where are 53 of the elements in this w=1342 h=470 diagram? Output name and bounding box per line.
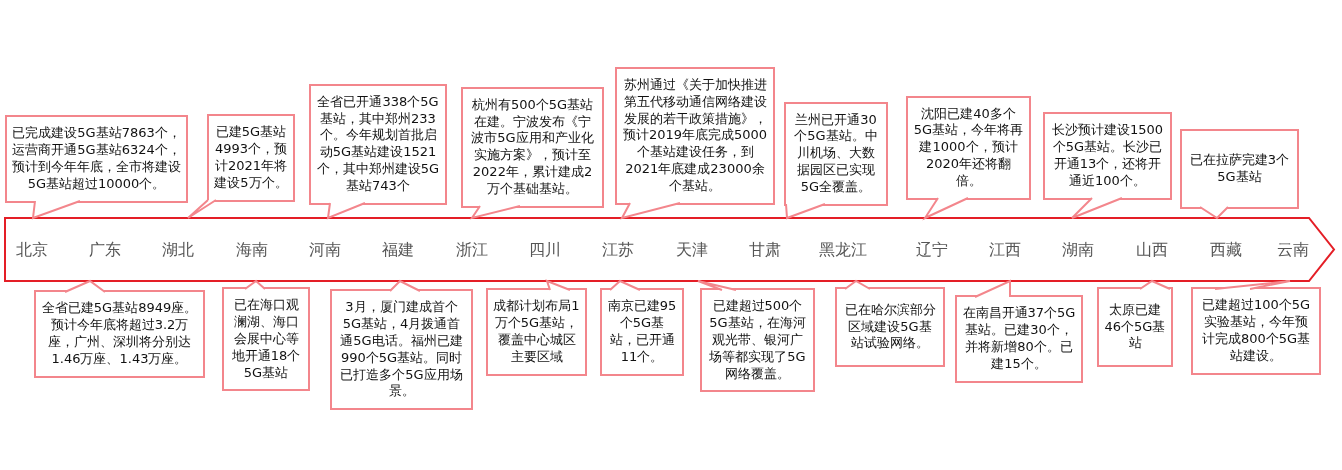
callout-pointer: [844, 279, 871, 290]
province-label: 江西: [989, 238, 1021, 261]
province-label: 黑龙江: [819, 238, 867, 261]
province-label: 湖南: [1062, 238, 1094, 261]
callout-box: 太原已建46个5G基站: [1097, 287, 1173, 367]
province-label: 山西: [1136, 238, 1168, 261]
callout-pointer: [974, 279, 1011, 298]
province-label: 云南: [1277, 238, 1309, 261]
province-label: 福建: [382, 238, 414, 261]
callout-pointer: [1139, 279, 1171, 290]
callout-pointer: [697, 280, 737, 291]
callout-box: 已在哈尔滨部分区域建设5G基站试验网络。: [835, 287, 945, 367]
callout-pointer: [389, 279, 421, 292]
province-label: 河南: [309, 238, 341, 261]
callout-pointer: [326, 202, 366, 220]
province-label: 天津: [676, 238, 708, 261]
callout-box: 在南昌开通37个5G基站。已建30个，并将新增80个。已建15个。: [955, 295, 1083, 383]
province-label: 湖北: [162, 238, 194, 261]
callout-pointer: [31, 200, 81, 220]
callout-box: 3月，厦门建成首个5G基站，4月拨通首通5G电话。福州已建990个5G基站。同时已打造多个5G应用场景。: [330, 289, 473, 411]
callout-pointer: [1071, 197, 1123, 219]
province-label: 海南: [236, 238, 268, 261]
province-label: 广东: [89, 238, 121, 261]
callout-pointer: [620, 202, 681, 220]
province-label: 江苏: [602, 238, 634, 261]
callout-pointer: [609, 279, 641, 291]
callout-pointer: [244, 279, 266, 290]
callout-box: 已在拉萨完建3个5G基站: [1180, 129, 1299, 209]
callout-box: 成都计划布局1万个5G基站，覆盖中心城区主要区域: [486, 288, 587, 376]
callout-box: 已在海口观澜湖、海口会展中心等地开通18个5G基站: [222, 287, 310, 392]
callout-pointer: [1214, 280, 1291, 290]
callout-box: 南京已建95个5G基站，已开通11个。: [600, 288, 684, 376]
callout-box: 全省已建5G基站8949座。预计今年底将超过3.2万座，广州、深圳将分别达1.46万座、1.43万座。: [34, 290, 205, 378]
province-label: 北京: [16, 238, 48, 261]
callout-pointer: [785, 203, 826, 220]
callout-pointer: [545, 279, 571, 291]
callout-box: 兰州已开通30个5G基站。中川机场、大数据园区已实现5G全覆盖。: [784, 101, 888, 206]
callout-pointer: [187, 199, 217, 219]
province-label: 四川: [529, 238, 561, 261]
province-label: 甘肃: [749, 238, 781, 261]
callout-box: 沈阳已建40多个5G基站，今年将再建1000个，预计2020年还将翻倍。: [906, 95, 1031, 200]
province-label: 西藏: [1210, 238, 1242, 261]
callout-box: 已建5G基站4993个，预计2021年将建设5万个。: [207, 114, 295, 202]
province-label: 浙江: [456, 238, 488, 261]
callout-pointer: [469, 205, 521, 220]
callout-pointer: [64, 279, 106, 293]
callout-pointer: [922, 197, 969, 221]
callout-box: 已建超过500个5G基站，在海河观光带、银河广场等都实现了5G网络覆盖。: [700, 288, 815, 393]
callout-pointer: [1199, 206, 1229, 220]
province-label: 辽宁: [916, 238, 948, 261]
callout-box: 全省已开通338个5G基站，其中郑州233个。今年规划首批启动5G基站建设1521个，其中郑州建设5G基站743个: [309, 83, 447, 205]
callout-box: 杭州有500个5G基站在建。宁波发布《宁波市5G应用和产业化实施方案》，预计至2022年，累计建成2万个基础基站。: [461, 86, 604, 208]
callout-box: 苏州通过《关于加快推进第五代移动通信网络建设发展的若干政策措施》，预计2019年底完成5000个基站建设任务，到2021年底建成23000余个基站。: [615, 66, 775, 205]
